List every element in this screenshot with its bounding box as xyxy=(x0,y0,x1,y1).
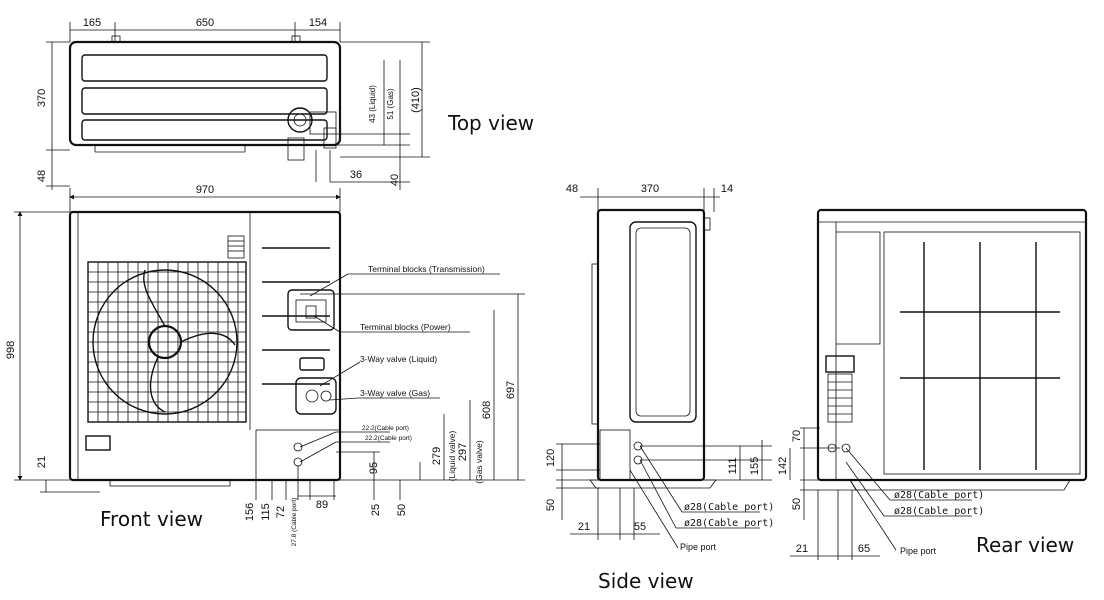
side-dim-155: 155 xyxy=(749,457,761,475)
side-dim-120: 120 xyxy=(545,449,557,467)
top-dim-36: 36 xyxy=(350,169,362,181)
rear-dim-65: 65 xyxy=(858,543,870,555)
side-cable-port-1: ø28(Cable port) xyxy=(684,502,774,513)
top-dim-165: 165 xyxy=(83,17,101,29)
rear-view: 70 142 50 ø28(Cable port) ø28(Cable port… xyxy=(777,208,1088,560)
top-dim-154: 154 xyxy=(309,17,327,29)
side-dim-55: 55 xyxy=(634,521,646,533)
top-dim-650: 650 xyxy=(196,17,214,29)
front-view-label: Front view xyxy=(100,507,203,531)
top-view: 165 650 154 370 48 43 (Liquid) 51 (Gas) … xyxy=(36,17,534,190)
front-dim-156: 156 xyxy=(244,503,256,521)
rear-pipe-port: Pipe port xyxy=(900,546,937,556)
side-dim-370: 370 xyxy=(641,183,659,195)
front-dim-95: 95 xyxy=(368,462,380,474)
front-cable-port-27-8: 27.8 (Cable port) xyxy=(291,498,298,547)
front-dim-21: 21 xyxy=(36,456,48,468)
front-dim-297: 297 xyxy=(457,443,469,461)
side-dim-21: 21 xyxy=(578,521,590,533)
side-view-label: Side view xyxy=(598,569,694,593)
rear-dim-21: 21 xyxy=(796,543,808,555)
front-dim-970: 970 xyxy=(196,184,214,196)
front-dim-25: 25 xyxy=(370,504,382,516)
top-dim-51-gas: 51 (Gas) xyxy=(386,88,395,119)
rear-dim-70: 70 xyxy=(791,430,803,442)
label-valve-gas: 3-Way valve (Gas) xyxy=(360,388,430,398)
rear-dim-50: 50 xyxy=(791,498,803,510)
front-view: 970 xyxy=(5,184,525,546)
front-gas-valve: (Gas valve) xyxy=(474,440,484,484)
front-dim-50: 50 xyxy=(396,504,408,516)
rear-view-label: Rear view xyxy=(976,533,1074,557)
front-dim-115: 115 xyxy=(260,503,272,521)
front-dim-697: 697 xyxy=(505,381,517,399)
top-dim-370: 370 xyxy=(36,89,48,107)
top-dim-48: 48 xyxy=(36,170,48,182)
front-dim-72: 72 xyxy=(275,506,287,518)
front-dim-998: 998 xyxy=(5,341,17,359)
front-dim-608: 608 xyxy=(481,401,493,419)
rear-cable-port-2: ø28(Cable port) xyxy=(894,506,984,517)
top-dim-43-liquid: 43 (Liquid) xyxy=(368,85,377,123)
front-cable-port-2: 22.2(Cable port) xyxy=(365,435,412,442)
rear-cable-port-1: ø28(Cable port) xyxy=(894,490,984,501)
front-liquid-valve: (Liquid valve) xyxy=(447,431,457,482)
label-valve-liquid: 3-Way valve (Liquid) xyxy=(360,354,437,364)
top-dim-40: 40 xyxy=(389,174,401,186)
label-terminal-power: Terminal blocks (Power) xyxy=(360,322,451,332)
side-cable-port-2: ø28(Cable port) xyxy=(684,518,774,529)
side-view: 48 370 14 120 50 111 155 ø28(Cable port) xyxy=(545,183,774,593)
side-dim-111: 111 xyxy=(727,458,739,475)
front-dim-279: 279 xyxy=(431,447,443,465)
side-dim-14: 14 xyxy=(721,183,733,195)
rear-dim-142: 142 xyxy=(777,457,789,475)
label-terminal-transmission: Terminal blocks (Transmission) xyxy=(368,264,485,274)
front-dim-89: 89 xyxy=(316,499,328,511)
side-dim-48: 48 xyxy=(566,183,578,195)
top-dim-410: (410) xyxy=(410,87,422,113)
front-cable-port-1: 22.2(Cable port) xyxy=(362,425,409,432)
top-view-label: Top view xyxy=(447,111,534,135)
side-dim-50: 50 xyxy=(545,499,557,511)
side-pipe-port: Pipe port xyxy=(680,542,717,552)
